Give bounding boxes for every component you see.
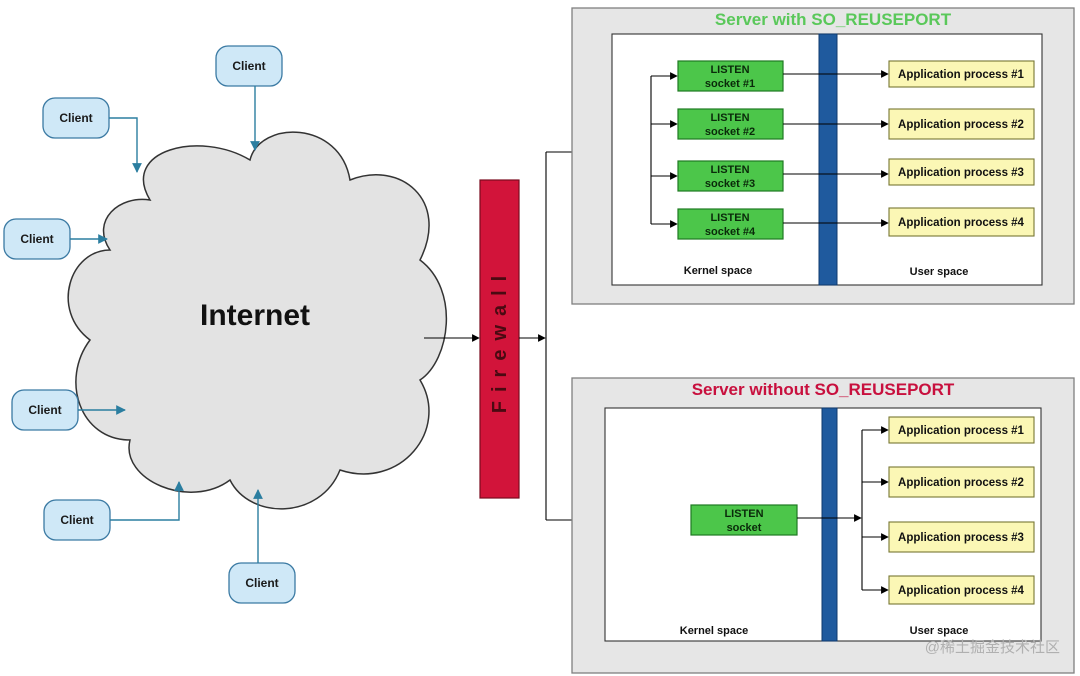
listen-socket-box [677, 108, 784, 140]
app-process-label: Application process #3 [898, 167, 1024, 179]
app-process-box [888, 108, 1035, 140]
app-process-4: Application process #4 [888, 207, 1035, 237]
client-box [228, 562, 296, 604]
user-space-label: User space [910, 266, 969, 278]
kernel-user-divider [818, 33, 838, 286]
listen-socket-box [690, 504, 798, 536]
listen-socket-line1: LISTEN [710, 212, 749, 224]
client-label: Client [245, 576, 278, 590]
listen-socket-line1: LISTEN [710, 112, 749, 124]
listen-socket-box [677, 160, 784, 192]
firewall-label: Firewall [489, 267, 511, 413]
app-process-label: Application process #3 [898, 532, 1024, 544]
watermark: @稀土掘金技术社区 [925, 639, 1060, 656]
server-with-title: Server with SO_REUSEPORT [715, 10, 952, 29]
app-process-1: Application process #1 [888, 60, 1035, 88]
listen-socket-single: LISTEN socket [690, 504, 798, 536]
listen-socket-line2: socket #3 [705, 178, 755, 190]
listen-socket-4: LISTEN socket #4 [677, 208, 784, 240]
app-process-box [888, 416, 1035, 444]
kernel-space-label: Kernel space [680, 625, 748, 637]
client-5: Client [43, 481, 184, 541]
listen-socket-line1: LISTEN [710, 164, 749, 176]
listen-socket-line1: LISTEN [710, 64, 749, 76]
kernel-user-divider [821, 407, 838, 642]
internet-label: Internet [200, 299, 310, 332]
app-process-label: Application process #4 [898, 585, 1025, 597]
server-without-title: Server without SO_REUSEPORT [692, 380, 955, 399]
app-process-box [888, 521, 1035, 553]
listen-socket-box [677, 60, 784, 92]
firewall-box [479, 179, 520, 499]
client-3: Client [3, 218, 108, 260]
listen-socket-line2: socket #2 [705, 126, 755, 138]
client-6: Client [228, 489, 296, 604]
app-process-box [888, 158, 1035, 186]
app-process-2: Application process #2 [888, 108, 1035, 140]
app-process-box [888, 60, 1035, 88]
app-process-label: Application process #1 [898, 69, 1025, 81]
client-label: Client [232, 59, 265, 73]
app-process-box [888, 207, 1035, 237]
cloud-shape [67, 131, 448, 510]
listen-socket-1: LISTEN socket #1 [677, 60, 784, 92]
client-4: Client [11, 389, 126, 431]
app-process-4: Application process #4 [888, 575, 1035, 605]
app-process-label: Application process #2 [898, 119, 1024, 131]
server-without-reuseport: Server without SO_REUSEPORT LISTEN socke… [571, 377, 1075, 674]
listen-socket-line2: socket [727, 522, 762, 534]
app-process-box [888, 575, 1035, 605]
client-box [215, 45, 283, 87]
app-process-label: Application process #1 [898, 425, 1025, 437]
listen-socket-box [677, 208, 784, 240]
listen-socket-line2: socket #1 [705, 78, 755, 90]
internet-cloud: Internet [67, 131, 448, 510]
app-process-box [888, 466, 1035, 498]
listen-socket-3: LISTEN socket #3 [677, 160, 784, 192]
client-label: Client [59, 111, 92, 125]
app-process-2: Application process #2 [888, 466, 1035, 498]
client-label: Client [20, 232, 53, 246]
app-process-label: Application process #2 [898, 477, 1024, 489]
listen-socket-2: LISTEN socket #2 [677, 108, 784, 140]
server-with-reuseport: Server with SO_REUSEPORT LISTEN socket #… [571, 7, 1075, 305]
listen-socket-line2: socket #4 [705, 226, 756, 238]
client-label: Client [28, 403, 61, 417]
client-5-connector [110, 481, 184, 521]
listen-socket-line1: LISTEN [724, 508, 763, 520]
firewall: Firewall [479, 179, 520, 499]
app-process-label: Application process #4 [898, 217, 1025, 229]
client-label: Client [60, 513, 93, 527]
client-1: Client [42, 97, 142, 173]
client-1-connector [109, 117, 142, 173]
app-process-3: Application process #3 [888, 521, 1035, 553]
user-space-label: User space [910, 625, 969, 637]
app-process-3: Application process #3 [888, 158, 1035, 186]
kernel-space-label: Kernel space [684, 265, 752, 277]
client-2: Client [215, 45, 283, 151]
app-process-1: Application process #1 [888, 416, 1035, 444]
